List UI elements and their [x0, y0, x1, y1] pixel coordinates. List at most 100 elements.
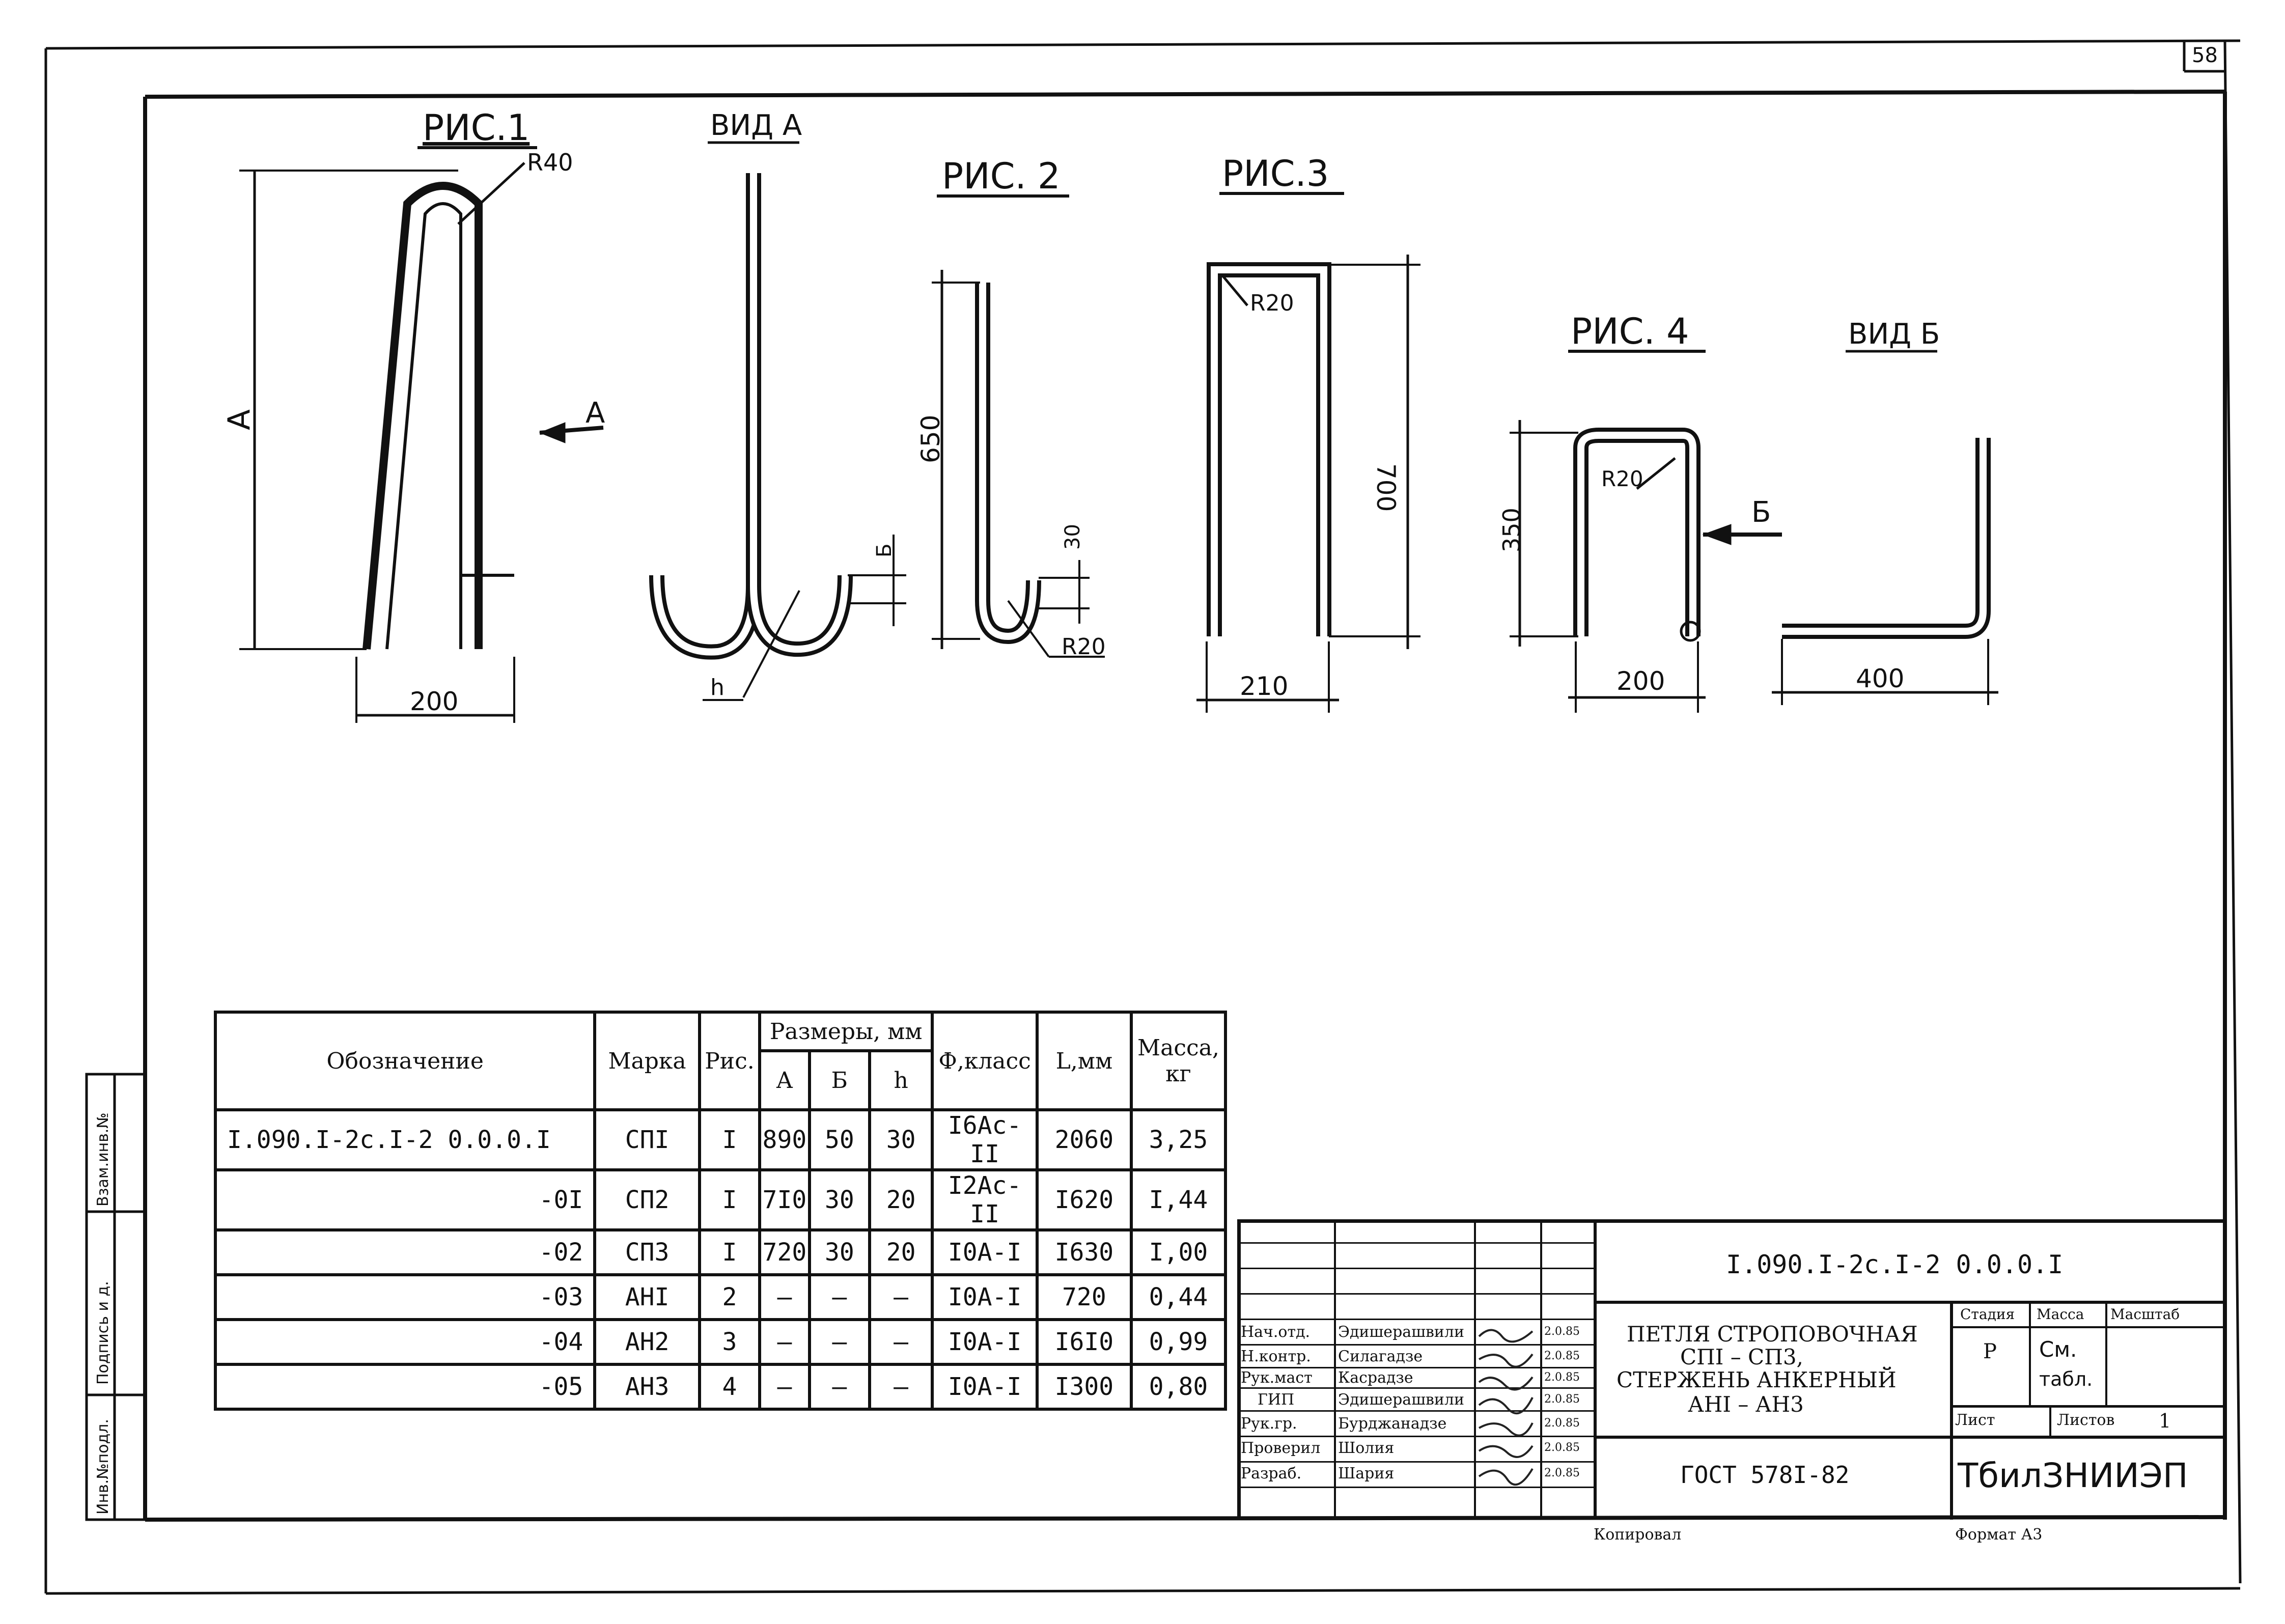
scale-label: Масштаб — [2110, 1306, 2180, 1323]
row-fig: I — [698, 1168, 762, 1231]
fig1-label: РИС.1 — [423, 107, 530, 149]
row-length: 2060 — [1035, 1108, 1133, 1171]
row-h: 20 — [868, 1228, 934, 1276]
fig2-dim-b: Б — [873, 544, 896, 557]
row-fig: I — [698, 1228, 762, 1276]
stage-label: Стадия — [1960, 1306, 2015, 1323]
fig3-radius: R20 — [1250, 290, 1294, 316]
role-date: 2.0.85 — [1544, 1393, 1580, 1406]
table-subheader-row: А Б h — [215, 1049, 1225, 1111]
row-class: I2Ac-II — [931, 1168, 1039, 1231]
row-mark: СП3 — [593, 1228, 701, 1276]
header-sizes: Размеры, мм — [758, 1011, 934, 1052]
signatures — [1478, 1329, 1534, 1486]
row-mass: 0,80 — [1129, 1363, 1228, 1411]
fig2-radius: R20 — [1062, 634, 1106, 660]
row-mark: АН3 — [593, 1363, 701, 1411]
row-b: – — [807, 1363, 871, 1411]
row-h: – — [868, 1273, 934, 1321]
table-row: -0I СП2 I 7I0 30 20 I2Ac-II I620 I,44 — [213, 1168, 1228, 1231]
table-row: -02 СП3 I 720 30 20 I0A-I I630 I,00 — [213, 1228, 1228, 1276]
fig4-label: РИС. 4 — [1571, 311, 1689, 352]
side-stamp-sign: Подпись и д. — [94, 1281, 112, 1385]
specification-table: Обозначение Марка Рис. Размеры, мм Ф,кла… — [213, 1011, 1228, 1411]
standard: ГОСТ 578I-82 — [1680, 1461, 1850, 1489]
title-line-4: АНI – АН3 — [1688, 1392, 1804, 1417]
row-code: -0I — [213, 1168, 597, 1231]
role-date: 2.0.85 — [1544, 1441, 1580, 1454]
view-b-dim-width: 400 — [1856, 664, 1904, 693]
title-line-3: СТЕРЖЕНЬ АНКЕРНЫЙ — [1617, 1367, 1897, 1392]
table-row: I.090.I-2c.I-2 0.0.0.I СПI I 890 50 30 I… — [213, 1108, 1228, 1171]
row-a: 7I0 — [758, 1168, 811, 1231]
format-label: Формат А3 — [1955, 1526, 2043, 1544]
row-fig: 4 — [698, 1363, 762, 1411]
row-mark: СП2 — [593, 1168, 701, 1231]
fig1-drawing: РИС.1 R40 А 200 А — [221, 107, 605, 723]
mass-value-1: См. — [2039, 1337, 2077, 1362]
fig4-dim-width: 200 — [1617, 666, 1665, 696]
row-mark: СПI — [593, 1108, 701, 1171]
fig1-dim-width: 200 — [410, 687, 458, 716]
row-fig: 2 — [698, 1273, 762, 1321]
row-length: I630 — [1035, 1228, 1133, 1276]
fig4-radius: R20 — [1601, 466, 1643, 491]
fig1-dim-height: А — [221, 409, 257, 430]
view-b-drawing: ВИД Б 400 — [1772, 318, 1998, 705]
fig2-dim-30: 30 — [1061, 524, 1084, 550]
row-a: 890 — [758, 1108, 811, 1171]
role-name: Бурджанадзе — [1338, 1415, 1447, 1433]
row-b: 30 — [807, 1168, 871, 1231]
role-name: Эдишерашвили — [1338, 1323, 1464, 1341]
mass-label: Масса — [2037, 1306, 2084, 1323]
row-class: I6Ac-II — [931, 1108, 1039, 1171]
role-name: Эдишерашвили — [1338, 1391, 1464, 1409]
side-stamp — [85, 1073, 147, 1521]
sheets-label: Листов — [2057, 1411, 2115, 1429]
row-code: -02 — [213, 1228, 597, 1276]
fig2-dim-height: 650 — [916, 415, 945, 463]
row-h: 20 — [868, 1168, 934, 1231]
row-b: 30 — [807, 1228, 871, 1276]
fig1-radius: R40 — [527, 149, 573, 176]
header-fig: Рис. — [698, 1011, 762, 1111]
row-code: -04 — [213, 1318, 597, 1366]
row-b: – — [807, 1318, 871, 1366]
header-class: Ф,класс — [931, 1011, 1039, 1111]
fig3-label: РИС.3 — [1222, 153, 1329, 194]
row-code: I.090.I-2c.I-2 0.0.0.I — [213, 1108, 597, 1171]
fig3-dim-height: 700 — [1371, 463, 1401, 512]
row-h: – — [868, 1318, 934, 1366]
role-label: Рук.маст — [1241, 1369, 1313, 1387]
row-b: 50 — [807, 1108, 871, 1171]
header-h: h — [868, 1049, 934, 1111]
role-date: 2.0.85 — [1544, 1350, 1580, 1362]
header-length: L,мм — [1035, 1011, 1133, 1111]
view-a-h: h — [710, 675, 724, 701]
view-b-label: ВИД Б — [1848, 318, 1940, 351]
row-h: 30 — [868, 1108, 934, 1171]
row-a: – — [758, 1363, 811, 1411]
doc-code: I.090.I-2c.I-2 0.0.0.I — [1726, 1250, 2064, 1279]
row-length: 720 — [1035, 1273, 1133, 1321]
role-date: 2.0.85 — [1544, 1325, 1580, 1338]
sheets-value: 1 — [2159, 1410, 2171, 1432]
fig2-drawing: РИС. 2 650 30 R20 — [916, 155, 1106, 660]
row-a: – — [758, 1273, 811, 1321]
row-a: 720 — [758, 1228, 811, 1276]
row-class: I0A-I — [931, 1318, 1039, 1366]
fig4-arrow-b: Б — [1751, 496, 1771, 529]
role-name: Касрадзе — [1338, 1369, 1413, 1387]
role-name: Шолия — [1338, 1439, 1395, 1457]
row-fig: 3 — [698, 1318, 762, 1366]
title-line-2: СПI – СП3, — [1680, 1345, 1803, 1369]
stage-value: Р — [1983, 1340, 1997, 1363]
role-date: 2.0.85 — [1544, 1371, 1580, 1384]
table-row: -03 АНI 2 – – – I0A-I 720 0,44 — [213, 1273, 1228, 1321]
fig3-drawing: РИС.3 R20 700 210 — [1196, 153, 1420, 713]
fig4-dim-height: 350 — [1498, 508, 1525, 552]
role-label: Н.контр. — [1241, 1348, 1311, 1365]
fig4-drawing: РИС. 4 R20 350 200 Б — [1498, 311, 1782, 713]
view-a-drawing: ВИД А h Б — [649, 109, 906, 701]
row-code: -03 — [213, 1273, 597, 1321]
